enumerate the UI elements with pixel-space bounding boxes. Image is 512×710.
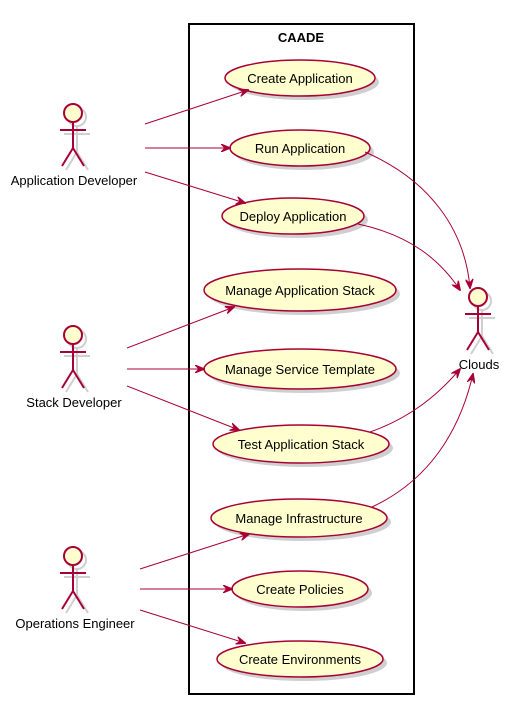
use-case-deploy-application: Deploy Application: [221, 197, 368, 238]
edge-ops-infrastructure: [139, 534, 249, 570]
use-case-label: Manage Service Template: [225, 362, 375, 377]
actor-icon: [60, 325, 90, 393]
actor-label: Operations Engineer: [15, 616, 135, 631]
edge-test-clouds: [369, 369, 460, 433]
actor-icon: [465, 287, 495, 355]
use-case-label: Create Policies: [256, 582, 344, 597]
actor-icon: [60, 546, 90, 614]
use-case-label: Manage Infrastructure: [235, 511, 362, 526]
use-case-manage-application-stack: Manage Application Stack: [203, 268, 400, 315]
use-case-label: Deploy Application: [240, 209, 347, 224]
edge-stackdev-test-stack: [126, 385, 239, 430]
actor-operations-engineer: Operations Engineer: [15, 546, 135, 631]
use-case-label: Run Application: [255, 141, 345, 156]
use-case-label: Manage Application Stack: [225, 283, 375, 298]
use-case-manage-service-template: Manage Service Template: [203, 348, 400, 393]
use-case-label: Test Application Stack: [238, 437, 365, 452]
actor-clouds: Clouds: [459, 287, 500, 372]
actor-application-developer: Application Developer: [11, 103, 138, 188]
edge-ops-environments: [139, 609, 245, 643]
use-case-label: Create Environments: [239, 652, 362, 667]
use-case-test-application-stack: Test Application Stack: [212, 424, 393, 467]
use-case-create-application: Create Application: [224, 59, 379, 100]
edge-appdev-deploy: [144, 171, 245, 203]
edge-deploy-clouds: [357, 223, 460, 290]
use-case-label: Create Application: [247, 71, 353, 86]
associations: [126, 90, 473, 643]
actor-stack-developer: Stack Developer: [26, 325, 122, 410]
use-case-manage-infrastructure: Manage Infrastructure: [210, 498, 391, 541]
actor-label: Clouds: [459, 357, 500, 372]
use-case-run-application: Run Application: [229, 129, 374, 170]
actor-label: Application Developer: [11, 173, 138, 188]
use-case-create-policies: Create Policies: [231, 570, 372, 611]
edge-appdev-create: [144, 90, 248, 125]
edge-run-clouds: [364, 151, 470, 288]
system-title: CAADE: [278, 30, 325, 45]
edge-stackdev-manage-stack: [126, 307, 234, 349]
edge-infrastructure-clouds: [371, 374, 473, 508]
actor-icon: [60, 103, 90, 171]
actor-label: Stack Developer: [26, 395, 122, 410]
use-case-create-environments: Create Environments: [216, 640, 387, 681]
